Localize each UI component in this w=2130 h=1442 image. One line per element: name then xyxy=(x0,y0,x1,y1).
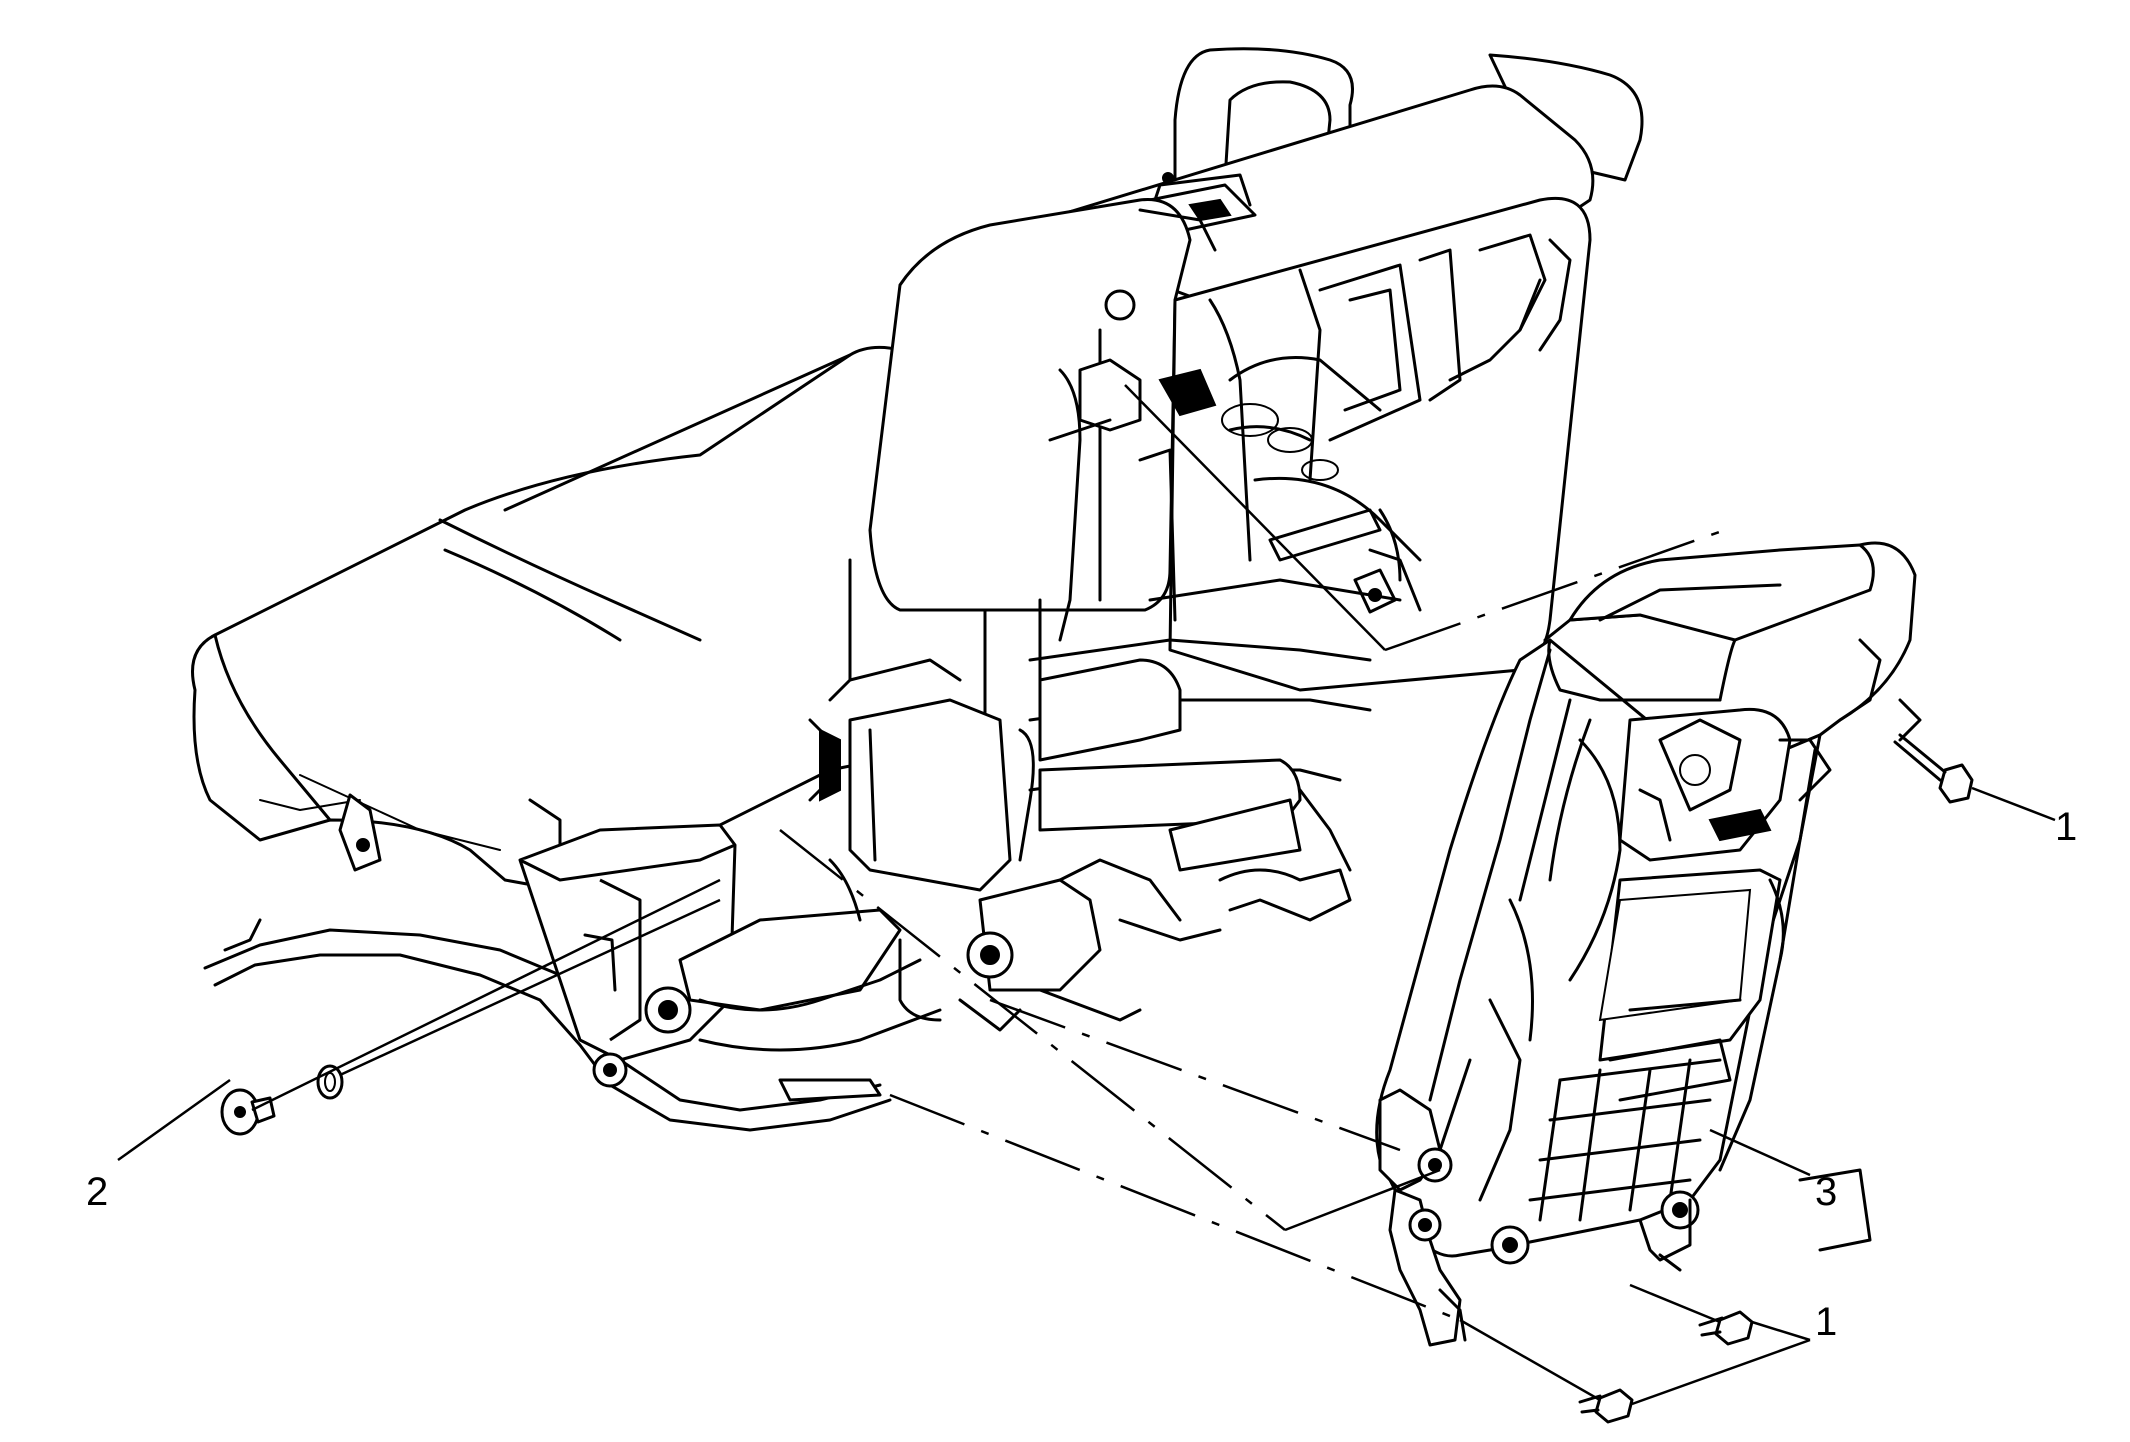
seat-back-panel xyxy=(1375,541,1922,1347)
bolt-bottom-1 xyxy=(1698,1310,1754,1346)
callout-1-top: 1 xyxy=(2055,805,2077,849)
callout-2: 2 xyxy=(86,1170,108,1214)
bolt-bottom-2 xyxy=(1578,1388,1634,1424)
seat-frame xyxy=(203,793,1222,1132)
callout-3: 3 xyxy=(1815,1170,1837,1214)
bolt-top-right xyxy=(1893,733,1974,804)
seat-back-frame xyxy=(808,47,1644,922)
alignment-lines xyxy=(251,384,1726,1402)
bolt-left xyxy=(220,1088,276,1136)
callout-1-bottom: 1 xyxy=(1815,1300,1837,1344)
callout-leaders xyxy=(117,786,2056,1406)
